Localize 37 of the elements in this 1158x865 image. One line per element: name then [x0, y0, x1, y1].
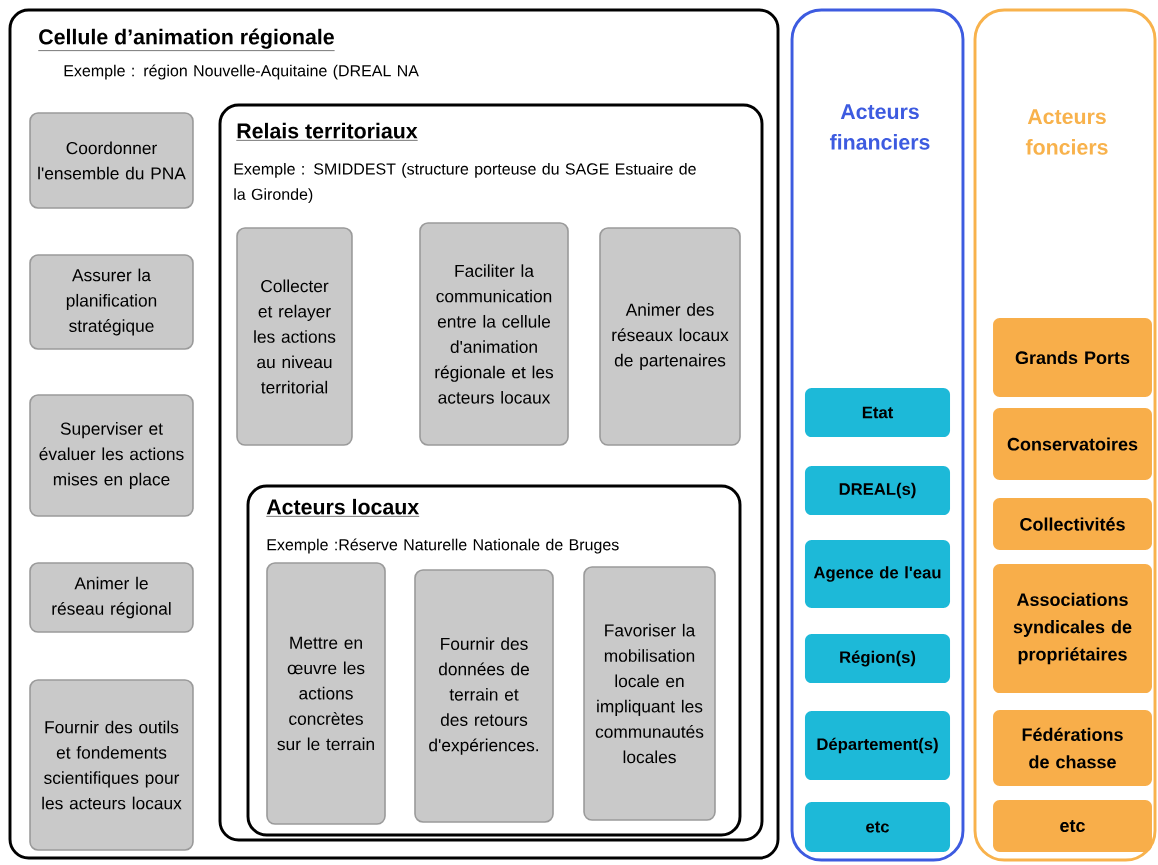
column-title: Acteurs financiers [829, 104, 930, 150]
actor-box: Collectivités [993, 498, 1152, 550]
section-heading: Cellule d’animation régionale [38, 28, 335, 51]
actor-box: etc [993, 800, 1152, 852]
example-text: Exemple : région Nouvelle-Aquitaine (DREAL NA [64, 64, 419, 80]
actor-box: DREAL(s) [804, 466, 951, 516]
section-heading: Relais territoriaux [236, 122, 418, 141]
node-label: Associations syndicales de propriétaires [1013, 592, 1132, 665]
node-label: Collectivités [1020, 517, 1125, 531]
example-text: Exemple : SMIDDEST (structure porteuse du SAGE Estuaire de la Gironde) [234, 162, 696, 204]
actor-box: Etat [804, 387, 951, 438]
task-box: Collecter et relayer les actions au niveau territorial [236, 227, 353, 446]
actor-box: Département(s) [804, 711, 951, 781]
task-box: Assurer la planification stratégique [29, 254, 194, 350]
task-box: Favoriser la mobilisation locale en impliquant les communautés locales [583, 566, 716, 821]
column-title: Acteurs fonciers [1025, 109, 1108, 155]
actor-box: Région(s) [804, 633, 951, 684]
actor-box: Grands Ports [993, 318, 1152, 397]
actor-box: etc [804, 802, 951, 852]
section-heading: Acteurs locaux [266, 498, 420, 517]
actor-box: Associations syndicales de propriétaires [993, 563, 1152, 694]
actor-box: Agence de l'eau [804, 540, 951, 608]
task-box: Superviser et évaluer les actions mises en place [29, 394, 194, 517]
task-box: Mettre en œuvre les actions concrètes sur le terrain [266, 562, 386, 825]
task-box: Animer le réseau régional [29, 562, 194, 633]
node-label: Fédérations de chasse [1022, 727, 1123, 769]
actor-box: Conservatoires [993, 408, 1152, 480]
example-text: Exemple :Réserve Naturelle Nationale de Bruges [267, 538, 619, 554]
node-label: Grands Ports [1015, 350, 1130, 365]
node-label: Conservatoires [1007, 437, 1138, 451]
task-box: Fournir des données de terrain et des retours d'expériences. [414, 569, 554, 823]
task-box: Coordonner l'ensemble du PNA [29, 112, 194, 209]
actor-box: Fédérations de chasse [993, 710, 1152, 786]
task-box: Animer des réseaux locaux de partenaires [599, 227, 741, 446]
task-box: Fournir des outils et fondements scientifiques pour les acteurs locaux [29, 679, 194, 851]
node-label: etc [1060, 820, 1085, 832]
task-box: Faciliter la communication entre la cellule d'animation régionale et les acteurs locaux [419, 222, 569, 446]
